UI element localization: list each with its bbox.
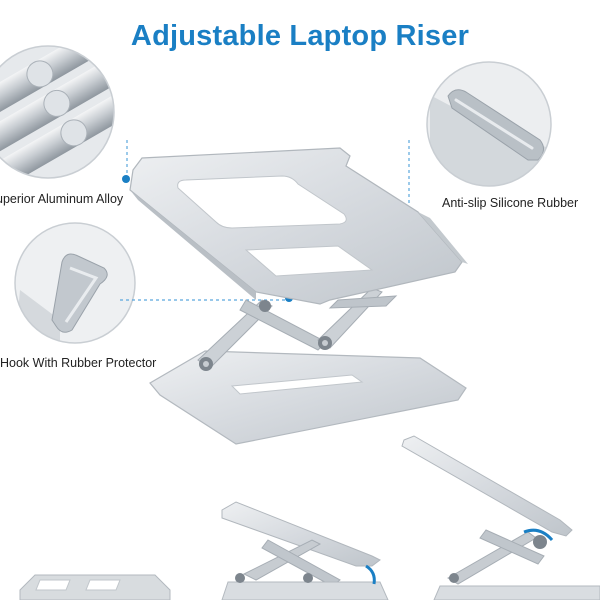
connector-lines [120, 140, 410, 301]
hook-zoom-circle [14, 222, 136, 344]
rubber-label: Anti-slip Silicone Rubber [442, 196, 579, 210]
rubber-zoom-circle [426, 61, 552, 187]
stand-view-flat [19, 574, 171, 600]
stand-view-medium [221, 501, 389, 600]
alloy-zoom-circle [0, 45, 115, 179]
alloy-label: uperior Aluminum Alloy [0, 192, 124, 206]
stand-view-high [401, 435, 600, 600]
hook-label: Hook With Rubber Protector [0, 356, 157, 370]
laptop-stand-main [129, 147, 468, 445]
page-title: Adjustable Laptop Riser [130, 20, 470, 52]
